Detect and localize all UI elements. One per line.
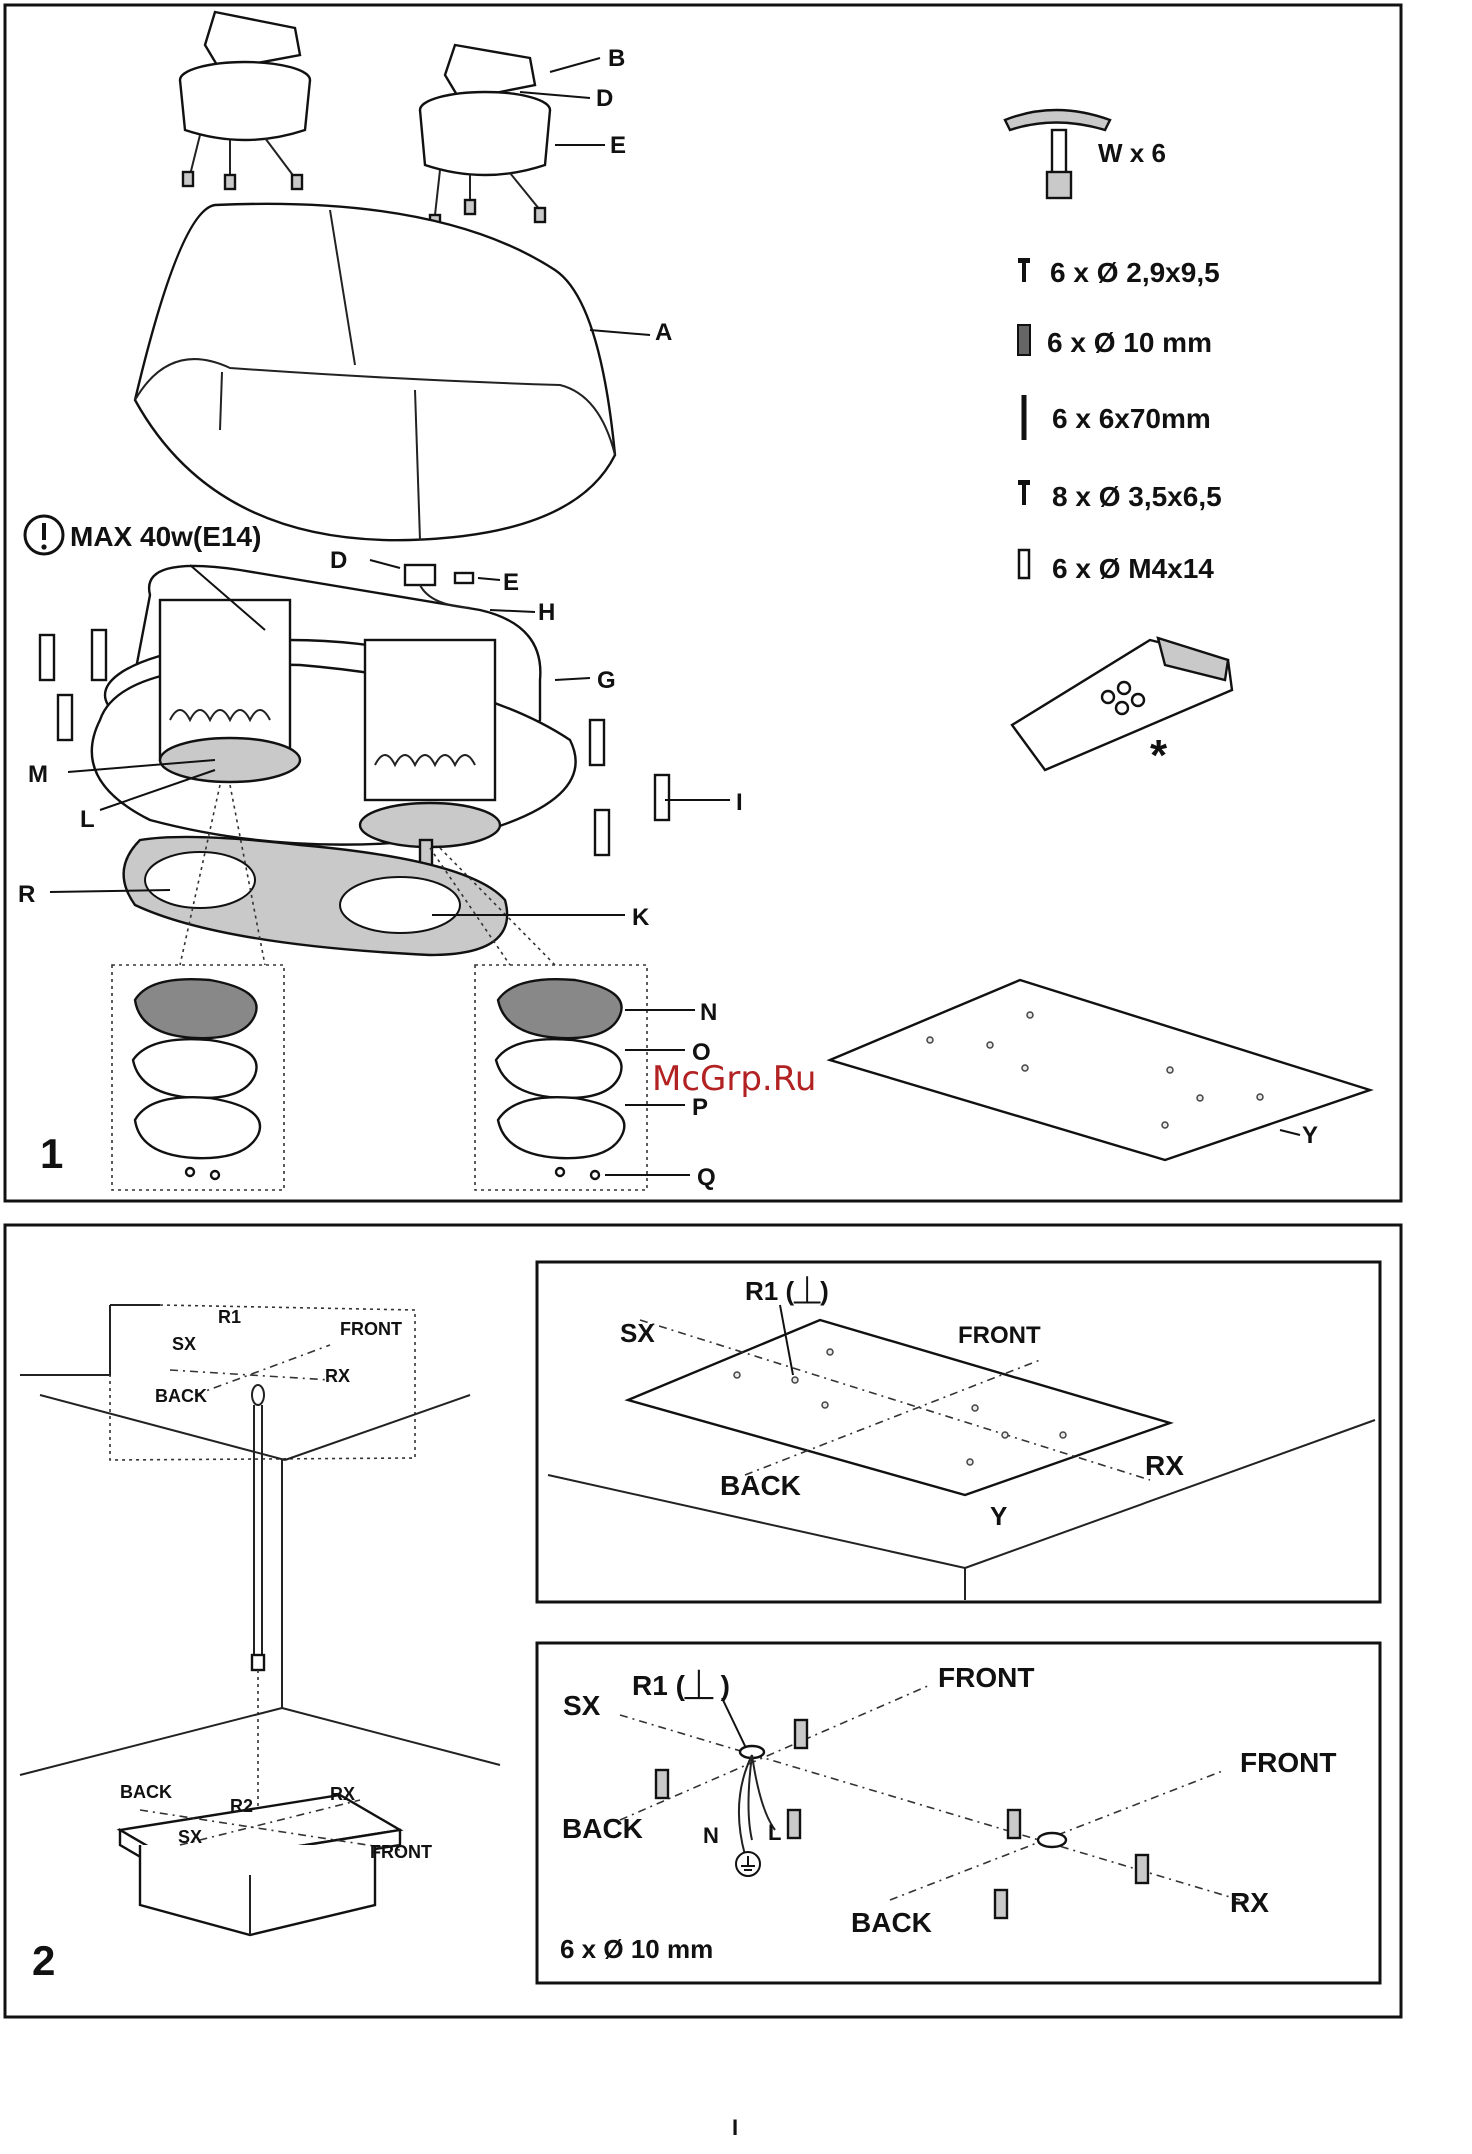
hood-shell <box>135 204 615 540</box>
drill-back-2: BACK <box>851 1907 932 1938</box>
filter-detail-right <box>475 965 647 1190</box>
accessory-wrench-count: W x 6 <box>1098 138 1166 168</box>
accessory-bolt: 6 x Ø M4x14 <box>1052 553 1214 584</box>
template-placement-panel <box>537 1262 1380 1602</box>
part-label-k: K <box>632 904 650 931</box>
part-label-y: Y <box>1302 1122 1318 1149</box>
figure-1-panel: MAX 40w(E14) A B D E D E G H I K L M N O… <box>5 5 1401 1201</box>
drill-front-1: FRONT <box>938 1662 1034 1693</box>
part-label-h: H <box>538 599 555 626</box>
screw-icon <box>1018 258 1030 282</box>
warning-text: MAX 40w(E14) <box>70 521 261 552</box>
ceiling-mount-right <box>420 45 550 229</box>
part-label-n: N <box>700 999 717 1026</box>
part-label-i: I <box>736 789 743 816</box>
remote-control-icon <box>1012 638 1232 770</box>
small-screw-icon <box>1018 480 1030 505</box>
template-back: BACK <box>720 1470 801 1501</box>
figure-2-number: 2 <box>32 1937 55 1984</box>
gasket <box>124 837 508 955</box>
room-lower-sx: SX <box>178 1827 202 1847</box>
bolt-icon <box>1019 550 1029 578</box>
room-upper-rx: RX <box>325 1366 350 1386</box>
room-upper-r1: R1 <box>218 1307 241 1327</box>
accessory-screw-1: 6 x Ø 2,9x9,5 <box>1050 257 1220 288</box>
drill-rx: RX <box>1230 1887 1269 1918</box>
drill-back-1: BACK <box>562 1813 643 1844</box>
filter-detail-left <box>112 965 284 1190</box>
part-label-m: M <box>28 761 48 788</box>
room-upper-sx: SX <box>172 1334 196 1354</box>
remote-mark: * <box>1150 731 1168 780</box>
part-label-q: Q <box>697 1164 716 1191</box>
warning-icon <box>25 516 63 554</box>
part-label-e: E <box>503 569 519 596</box>
ceiling-mount-left <box>180 12 310 189</box>
template-r1: R1 (⏊) <box>745 1276 829 1306</box>
drill-l: L <box>768 1820 781 1845</box>
wall-plug-icon <box>656 1720 1148 1918</box>
drill-n: N <box>703 1823 719 1848</box>
part-label-a: A <box>655 319 672 346</box>
template-rx: RX <box>1145 1450 1184 1481</box>
watermark: McGrp.Ru <box>652 1059 816 1099</box>
page-mark: I <box>732 2115 738 2140</box>
room-lower-r2: R2 <box>230 1796 253 1816</box>
figure-2-panel: R1 SX FRONT BACK RX BACK R2 RX SX FRONT … <box>5 1225 1401 2017</box>
part-label-l: L <box>80 806 95 833</box>
drill-sx: SX <box>563 1690 601 1721</box>
part-label-e-top: E <box>610 132 626 159</box>
room-lower-back: BACK <box>120 1782 172 1802</box>
room-upper-front: FRONT <box>340 1319 402 1339</box>
motor-body <box>92 566 576 847</box>
drill-front-2: FRONT <box>1240 1747 1336 1778</box>
part-label-b: B <box>608 45 625 72</box>
room-view <box>20 1305 500 1935</box>
room-lower-rx: RX <box>330 1784 355 1804</box>
ground-icon <box>736 1852 760 1876</box>
part-label-d: D <box>330 547 347 574</box>
drill-note: 6 x Ø 10 mm <box>560 1934 713 1964</box>
template-front: FRONT <box>958 1322 1041 1349</box>
room-lower-front: FRONT <box>370 1842 432 1862</box>
drill-r1: R1 (⏊ ) <box>632 1669 730 1701</box>
part-label-r: R <box>18 881 35 908</box>
accessory-wrench <box>1005 110 1110 198</box>
accessory-wall-plug: 6 x Ø 10 mm <box>1047 327 1212 358</box>
accessory-long-screw: 6 x 6x70mm <box>1052 403 1211 434</box>
template-y: Y <box>990 1501 1007 1531</box>
accessory-screw-2: 8 x Ø 3,5x6,5 <box>1052 481 1222 512</box>
part-label-g: G <box>597 667 616 694</box>
wall-plug-icon <box>1018 325 1030 355</box>
part-label-d-top: D <box>596 85 613 112</box>
template-sx: SX <box>620 1318 655 1348</box>
figure-1-number: 1 <box>40 1130 63 1177</box>
room-upper-back: BACK <box>155 1386 207 1406</box>
